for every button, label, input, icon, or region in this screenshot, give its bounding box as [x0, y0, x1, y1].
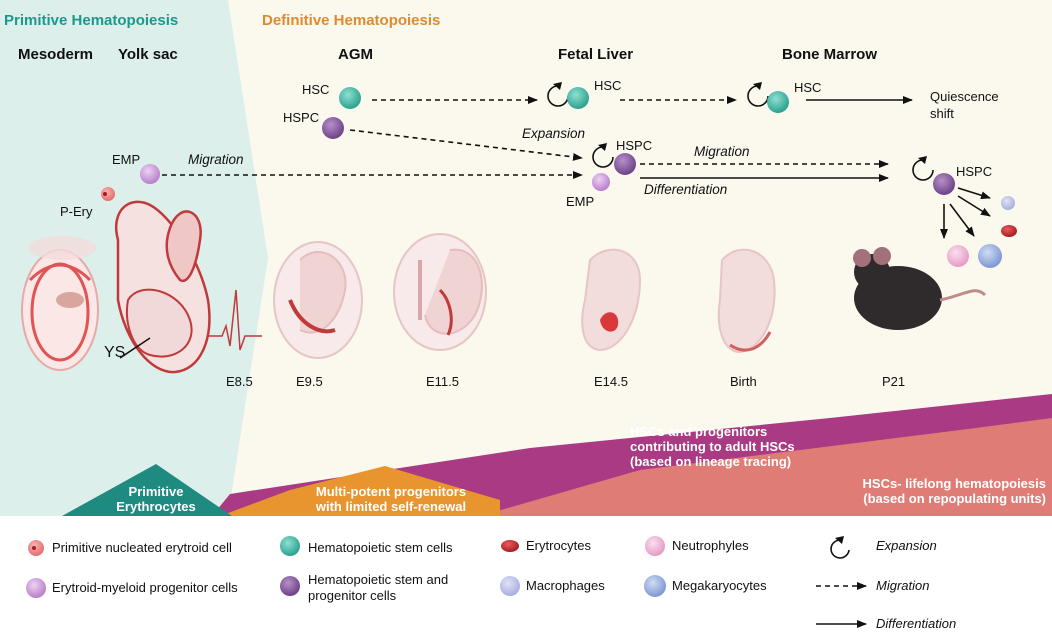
legend-neutrophyles: Neutrophyles [672, 538, 749, 553]
e9-5-embryo-illustration [273, 241, 363, 359]
band-primitive-erythrocytes [62, 464, 232, 516]
expansion-loop-bm-hsc [747, 85, 769, 107]
adult-mouse-illustration [853, 247, 987, 330]
legend-erytrocytes: Erytrocytes [526, 538, 592, 553]
age-label: E14.5 [594, 374, 628, 389]
label-bm-hspc: HSPC [956, 164, 993, 179]
agm-hsc-cell [339, 87, 361, 109]
age-label: E9.5 [296, 374, 323, 389]
legend-primitive-nucleated: Primitive nucleated erytroid cell [52, 540, 232, 555]
definitive-header: Definitive Hematopoiesis [262, 12, 441, 29]
bm-megakaryocyte-cell [978, 244, 1002, 268]
legend-expansion-icon [830, 539, 850, 559]
stage-fetal-liver: Fetal Liver [558, 46, 634, 63]
legend-macrophage-icon [500, 576, 520, 596]
legend-neutrophyle-icon [645, 536, 665, 556]
yolk-sac-illustration [115, 200, 211, 374]
primitive-header: Primitive Hematopoiesis [4, 12, 179, 29]
label-migration-hspc: Migration [694, 144, 750, 159]
label-ys-emp: EMP [112, 152, 141, 167]
band-lifelong [480, 418, 1052, 516]
heartbeat-line [208, 289, 262, 351]
bm-macrophage-cell [1001, 196, 1015, 210]
legend-erytrocyte-icon [501, 540, 519, 552]
legend-hspc: Hematopoietic stem and progenitor cells [308, 572, 449, 603]
legend-emp-icon [26, 578, 46, 598]
band-multipotent [220, 466, 500, 516]
age-label: P21 [882, 374, 906, 389]
age-label: E11.5 [426, 374, 460, 389]
p-ery-cell [101, 187, 115, 201]
fl-emp-cell [592, 173, 610, 191]
label-p-ery: P-Ery [60, 204, 93, 219]
legend-megakaryocyte-icon [644, 575, 666, 597]
bm-neutrophyle-cell [947, 245, 969, 267]
legend-hsc-icon [280, 536, 300, 556]
bm-hspc-cell [933, 173, 955, 195]
fl-hsc-cell [567, 87, 589, 109]
band-label-multipotent: Multi-potent progenitors with limited se… [315, 484, 467, 514]
band-label-lifelong: HSCs- lifelong hematopoiesis (based on r… [862, 476, 1046, 506]
label-migration-emp: Migration [188, 152, 244, 167]
legend-megakaryocytes: Megakaryocytes [672, 578, 767, 593]
expansion-loop-bm-hspc [912, 159, 934, 181]
label-agm-hsc: HSC [302, 82, 330, 97]
legend-emp: Erytroid-myeloid progenitor cells [52, 580, 238, 595]
stage-bone-marrow: Bone Marrow [782, 46, 878, 63]
label-fl-hspc: HSPC [616, 138, 653, 153]
stage-agm: AGM [338, 46, 373, 63]
legend-differentiation: Differentiation [876, 616, 957, 631]
band-label-hsc-progenitors: HSCs and progenitors contributing to adu… [630, 424, 795, 469]
stage-mesoderm: Mesoderm [18, 46, 94, 63]
expansion-loop-fl-hspc [592, 146, 614, 168]
agm-hspc-cell [322, 117, 344, 139]
label-expansion: Expansion [522, 126, 586, 141]
legend-migration: Migration [876, 578, 930, 593]
band-label-primitive-erythrocytes: Primitive Erythrocytes [116, 484, 196, 514]
legend-hspc-icon [280, 576, 300, 596]
newborn-pup-illustration [717, 248, 776, 354]
arrow-agm-hspc-to-fl [349, 129, 583, 161]
label-fl-emp: EMP [566, 194, 595, 209]
legend-hsc: Hematopoietic stem cells [308, 540, 453, 555]
label-differentiation: Differentiation [644, 182, 728, 197]
age-label: E8.5 [226, 374, 253, 389]
bm-erytrocyte-cell [1001, 225, 1017, 237]
stage-yolk-sac: Yolk sac [118, 46, 178, 63]
e11-5-embryo-illustration [393, 233, 487, 351]
bm-hsc-cell [767, 91, 789, 113]
label-ys: YS [104, 344, 126, 361]
fl-hspc-cell [614, 153, 636, 175]
expansion-loop-fl-hsc [547, 85, 569, 107]
label-bm-hsc: HSC [794, 80, 822, 95]
label-quiescence-shift: Quiescence shift [930, 89, 999, 121]
age-label: Birth [730, 374, 757, 389]
legend-macrophages: Macrophages [526, 578, 605, 593]
ys-emp-cell [140, 164, 160, 184]
e14-5-embryo-illustration [581, 248, 642, 352]
label-fl-hsc: HSC [594, 78, 622, 93]
legend-expansion: Expansion [876, 538, 937, 553]
label-agm-hspc: HSPC [283, 110, 320, 125]
mesoderm-embryo-illustration [21, 236, 99, 371]
